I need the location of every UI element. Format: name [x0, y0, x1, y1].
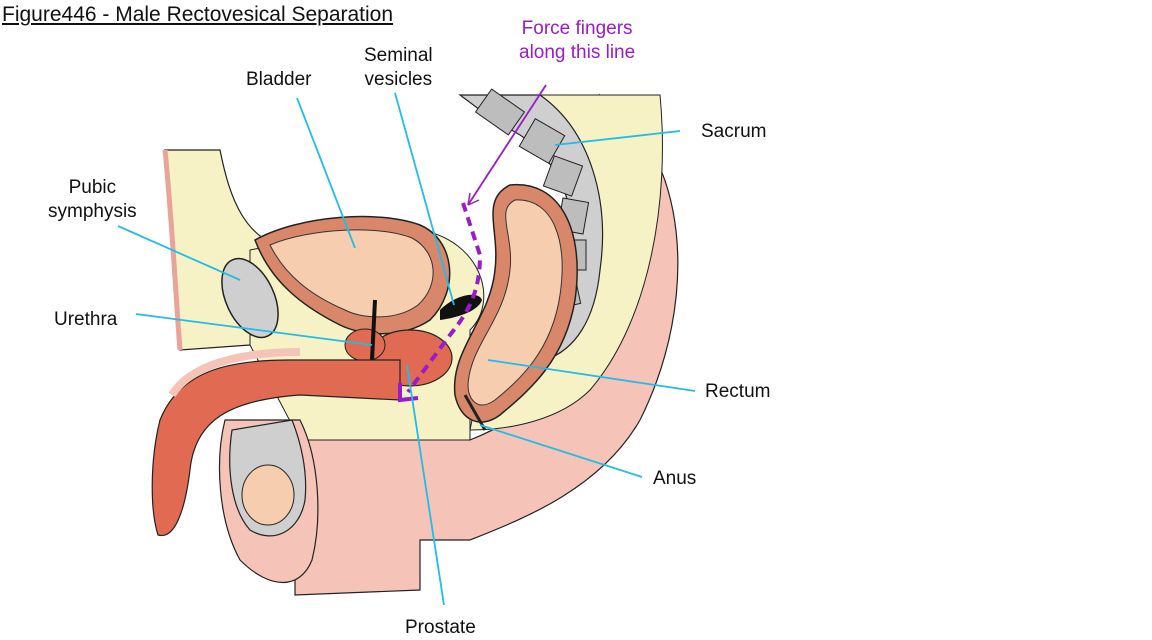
leader-bladder — [296, 97, 356, 249]
leader-anus — [479, 424, 643, 478]
leader-rectum — [487, 359, 696, 392]
leader-seminal-vesicles — [394, 92, 455, 306]
seminal-vesicle — [440, 294, 482, 320]
bladder-lumen — [269, 229, 434, 318]
label-bladder: Bladder — [246, 69, 312, 90]
separation-path-dashed — [406, 202, 483, 394]
instruction-pointer — [467, 84, 547, 206]
label-sacrum: Sacrum — [701, 121, 767, 142]
leader-urethra — [135, 313, 373, 346]
label-pubic-symphysis: Pubic symphysis — [48, 177, 137, 222]
leader-prostate — [406, 364, 445, 606]
label-rectum: Rectum — [705, 381, 771, 402]
penis — [151, 359, 401, 537]
label-seminal-vesicles: Seminal vesicles — [364, 45, 433, 90]
label-instruction: Force fingers along this line — [519, 18, 636, 63]
leader-pubic-symphysis — [117, 225, 241, 281]
label-anus: Anus — [653, 468, 697, 489]
anal-canal — [463, 394, 487, 431]
label-prostate: Prostate — [405, 617, 476, 638]
leader-sacrum — [554, 130, 681, 146]
figure-title: Figure446 - Male Rectovesical Separation — [2, 3, 394, 26]
rectum-lumen — [467, 199, 563, 406]
label-urethra: Urethra — [54, 309, 118, 330]
